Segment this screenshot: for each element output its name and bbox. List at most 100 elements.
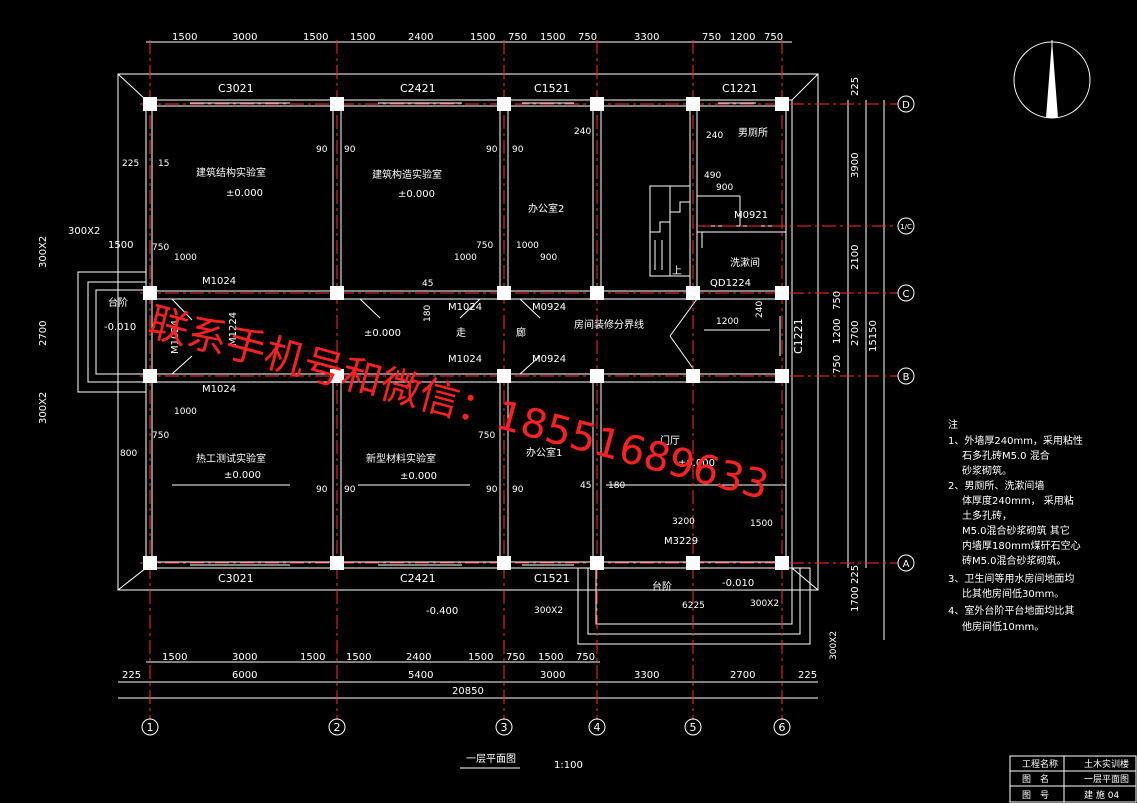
dim-bay: 225 bbox=[122, 670, 141, 681]
column-square bbox=[330, 286, 344, 300]
svg-text:±0.000: ±0.000 bbox=[398, 189, 435, 200]
window-labels: C3021 C2421 C1521 C1221 C3021 C2421 C152… bbox=[218, 82, 805, 585]
svg-text:±0.000: ±0.000 bbox=[224, 470, 261, 481]
axis-bubble-row-c: C bbox=[897, 284, 915, 302]
svg-text:B: B bbox=[903, 372, 910, 383]
svg-text:750: 750 bbox=[478, 431, 495, 441]
svg-text:C: C bbox=[903, 289, 910, 300]
svg-text:±0.000: ±0.000 bbox=[678, 458, 715, 469]
svg-text:1000: 1000 bbox=[454, 253, 477, 263]
column-square bbox=[590, 556, 604, 570]
svg-text:M0924: M0924 bbox=[532, 354, 566, 365]
svg-text:2、男厕所、洗漱间墙: 2、男厕所、洗漱间墙 bbox=[948, 479, 1044, 492]
svg-text:M1024: M1024 bbox=[202, 276, 236, 287]
dim-bay: 3000 bbox=[540, 670, 565, 681]
window-label: C1521 bbox=[534, 572, 570, 585]
column-square bbox=[497, 556, 511, 570]
svg-text:砂浆砌筑。: 砂浆砌筑。 bbox=[962, 464, 1012, 477]
svg-text:M1024: M1024 bbox=[202, 384, 236, 395]
svg-text:图 号: 图 号 bbox=[1022, 790, 1049, 801]
room-materials-lab: 新型材料实验室±0.000 bbox=[366, 452, 437, 482]
svg-text:240: 240 bbox=[755, 301, 765, 318]
axis-bubble-row-a: A bbox=[897, 554, 915, 572]
svg-text:225: 225 bbox=[850, 565, 861, 584]
dim-bottom: 1500 bbox=[162, 652, 187, 663]
svg-text:2: 2 bbox=[334, 721, 341, 734]
dim-top: 750 bbox=[764, 32, 783, 43]
corridor-labels: 走 廊 ±0.000 房间装修分界线 bbox=[364, 318, 644, 339]
svg-text:图 名: 图 名 bbox=[1022, 773, 1049, 785]
dim-bay: 225 bbox=[798, 670, 817, 681]
misc-dimension-labels: 225 15 750 1000 800 750 1000 750 1000 90… bbox=[120, 127, 839, 660]
svg-text:建筑构造实验室: 建筑构造实验室 bbox=[372, 168, 442, 181]
svg-text:新型材料实验室: 新型材料实验室 bbox=[366, 452, 436, 465]
svg-text:15150: 15150 bbox=[868, 320, 879, 352]
dim-top: 1500 bbox=[303, 32, 328, 43]
column-square bbox=[686, 286, 700, 300]
svg-text:1:100: 1:100 bbox=[554, 760, 583, 771]
svg-text:廊: 廊 bbox=[516, 326, 526, 339]
window-label: C3021 bbox=[218, 82, 254, 95]
svg-text:300X2: 300X2 bbox=[38, 392, 49, 424]
svg-text:3200: 3200 bbox=[672, 517, 695, 527]
svg-text:6: 6 bbox=[779, 721, 786, 734]
svg-text:2700: 2700 bbox=[850, 321, 861, 346]
svg-text:2100: 2100 bbox=[850, 245, 861, 270]
svg-text:1200: 1200 bbox=[716, 317, 739, 327]
svg-text:热工测试实验室: 热工测试实验室 bbox=[196, 452, 266, 465]
svg-text:240: 240 bbox=[574, 127, 591, 137]
svg-text:男厕所: 男厕所 bbox=[738, 127, 768, 139]
axis-bubble-col-4: 4 bbox=[588, 718, 606, 736]
svg-text:90: 90 bbox=[344, 485, 356, 495]
svg-text:台阶: 台阶 bbox=[108, 296, 128, 309]
window-label: C3021 bbox=[218, 572, 254, 585]
svg-text:300X2: 300X2 bbox=[534, 606, 563, 616]
column-square bbox=[686, 97, 700, 111]
svg-text:3: 3 bbox=[501, 721, 508, 734]
platform-labels: 台阶 -0.010 台阶 -0.010 -0.400 上 bbox=[104, 265, 754, 617]
dim-bay: 2700 bbox=[730, 670, 755, 681]
svg-text:4、室外台阶平台地面均比其: 4、室外台阶平台地面均比其 bbox=[948, 604, 1074, 617]
dim-bottom: 3000 bbox=[232, 652, 257, 663]
column-square bbox=[497, 369, 511, 383]
svg-text:90: 90 bbox=[486, 485, 498, 495]
dim-top: 3300 bbox=[634, 32, 659, 43]
svg-text:洗漱间: 洗漱间 bbox=[730, 256, 760, 269]
svg-text:石多孔砖M5.0 混合: 石多孔砖M5.0 混合 bbox=[962, 449, 1050, 462]
column-square bbox=[686, 369, 700, 383]
svg-text:M0924: M0924 bbox=[532, 302, 566, 313]
axis-bubble-col-6: 6 bbox=[773, 718, 791, 736]
svg-text:M3229: M3229 bbox=[664, 536, 698, 547]
svg-text:1500: 1500 bbox=[108, 240, 133, 251]
svg-text:台阶: 台阶 bbox=[652, 580, 672, 593]
svg-text:房间装修分界线: 房间装修分界线 bbox=[574, 318, 644, 331]
svg-text:4: 4 bbox=[594, 721, 601, 734]
svg-text:180: 180 bbox=[608, 481, 625, 491]
dim-top: 1500 bbox=[172, 32, 197, 43]
drawing-title: 一层平面图 1:100 bbox=[460, 753, 583, 771]
room-washroom: 洗漱间 bbox=[730, 256, 760, 269]
svg-text:M1024: M1024 bbox=[448, 354, 482, 365]
svg-text:1700: 1700 bbox=[850, 587, 861, 612]
svg-text:M1024: M1024 bbox=[448, 302, 482, 313]
svg-text:45: 45 bbox=[580, 481, 591, 491]
column-square bbox=[775, 97, 789, 111]
room-construction-lab: 建筑构造实验室 ±0.000 bbox=[372, 168, 442, 200]
room-lobby: 门厅±0.000 bbox=[660, 434, 715, 469]
column-square bbox=[143, 556, 157, 570]
svg-text:6225: 6225 bbox=[682, 601, 705, 611]
svg-text:办公室1: 办公室1 bbox=[526, 446, 562, 459]
svg-text:1500: 1500 bbox=[750, 519, 773, 529]
svg-text:3900: 3900 bbox=[850, 153, 861, 178]
svg-text:750: 750 bbox=[832, 291, 843, 310]
axis-bubble-row-1c: 1/C bbox=[897, 217, 915, 235]
svg-text:15: 15 bbox=[158, 159, 169, 169]
svg-text:90: 90 bbox=[316, 145, 328, 155]
svg-text:750: 750 bbox=[476, 241, 493, 251]
column-square bbox=[143, 286, 157, 300]
svg-text:225: 225 bbox=[122, 159, 139, 169]
dim-bottom: 750 bbox=[506, 652, 525, 663]
right-dimension-labels: 225 3900 2100 750 1200 750 2700 15150 22… bbox=[832, 77, 879, 612]
svg-text:QD1224: QD1224 bbox=[710, 278, 751, 289]
